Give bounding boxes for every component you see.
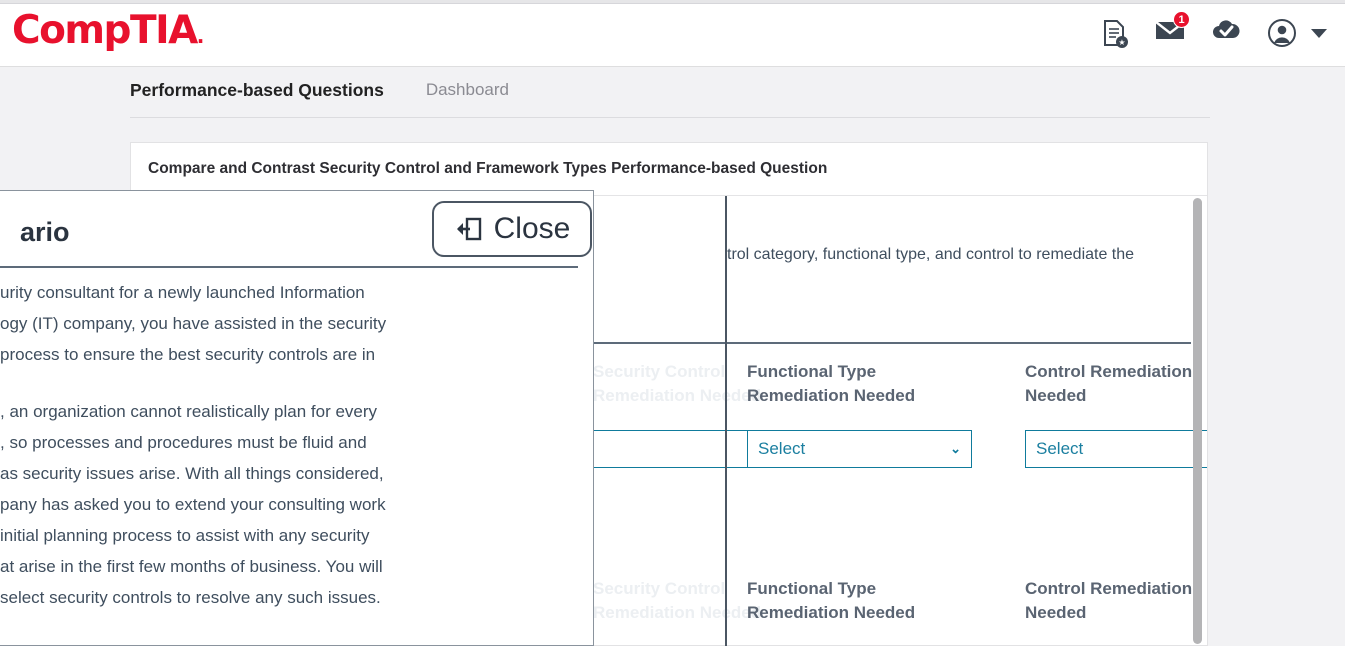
overlay-scenario-text: urity consultant for a newly launched In…: [0, 277, 572, 613]
scenario-paragraph-2: , an organization cannot realistically p…: [0, 402, 386, 607]
field-control-remediation-1: Control Remediation Needed Select ⌄: [1025, 360, 1207, 468]
document-star-icon[interactable]: ★: [1099, 18, 1129, 48]
cloud-check-icon[interactable]: [1211, 18, 1241, 48]
overlay-title: ario: [20, 217, 70, 247]
instructions-text: trol category, functional type, and cont…: [149, 244, 1189, 266]
chevron-down-icon: ⌄: [950, 441, 961, 456]
field-security-control-2: Security Control Remediation Needed ⌄: [593, 577, 828, 646]
card-title: Compare and Contrast Security Control an…: [131, 143, 1207, 196]
header-icon-group: ★ 1: [1099, 11, 1327, 48]
select-value: Select: [1036, 439, 1084, 458]
overlay-divider: [0, 266, 578, 268]
page-tabs: Performance-based Questions Dashboard: [130, 78, 1210, 118]
close-button-label: Close: [493, 212, 571, 245]
remediation-row-1: Security Control Remediation Needed ⌄ Fu…: [131, 360, 1207, 520]
field-label: Functional Type Remediation Needed: [747, 362, 916, 405]
browser-chrome-strip: [0, 0, 1345, 4]
tab-dashboard[interactable]: Dashboard: [425, 80, 509, 99]
field-label: Security Control Remediation Needed: [593, 579, 762, 622]
tab-performance-based-questions[interactable]: Performance-based Questions: [130, 80, 384, 100]
close-button[interactable]: Close: [432, 201, 592, 257]
field-label: Security Control Remediation Needed: [593, 362, 762, 405]
logo-registered-dot: .: [196, 24, 205, 48]
section-divider: [131, 342, 1191, 344]
close-arrow-icon: [456, 217, 481, 241]
user-avatar-icon[interactable]: [1267, 18, 1297, 48]
scenario-paragraph-1: urity consultant for a newly launched In…: [0, 283, 387, 364]
field-control-remediation-2: Control Remediation Needed Select ⌄: [1025, 577, 1207, 646]
remediation-row-2: Security Control Remediation Needed ⌄ Fu…: [131, 577, 1192, 646]
card-scrollbar[interactable]: [1193, 198, 1202, 644]
comptia-logo[interactable]: CompTIA.: [12, 8, 205, 53]
field-label: Control Remediation Needed: [1025, 579, 1193, 622]
overlay-header: ario Close: [0, 191, 593, 263]
envelope-icon[interactable]: 1: [1155, 11, 1190, 48]
field-functional-type-1: Functional Type Remediation Needed Selec…: [747, 360, 972, 468]
field-label: Functional Type Remediation Needed: [747, 579, 916, 622]
svg-text:★: ★: [1118, 38, 1125, 47]
message-count-badge: 1: [1173, 11, 1190, 28]
column-divider: [725, 196, 727, 646]
select-value: Select: [758, 439, 806, 458]
scenario-overlay-panel: ario Close urity consultant for a newly …: [0, 190, 594, 646]
instructions-visible-fragment: trol category, functional type, and cont…: [727, 246, 1135, 263]
field-functional-type-2: Functional Type Remediation Needed Selec…: [747, 577, 972, 646]
comptia-logo-text: CompTIA: [12, 8, 198, 53]
select-control-remediation-1[interactable]: Select ⌄: [1025, 430, 1207, 468]
scrollbar-thumb[interactable]: [1193, 198, 1202, 644]
app-header: CompTIA. ★ 1: [0, 4, 1345, 67]
chevron-down-icon[interactable]: [1311, 28, 1327, 38]
field-label: Control Remediation Needed: [1025, 362, 1193, 405]
select-functional-type-1[interactable]: Select ⌄: [747, 430, 972, 468]
